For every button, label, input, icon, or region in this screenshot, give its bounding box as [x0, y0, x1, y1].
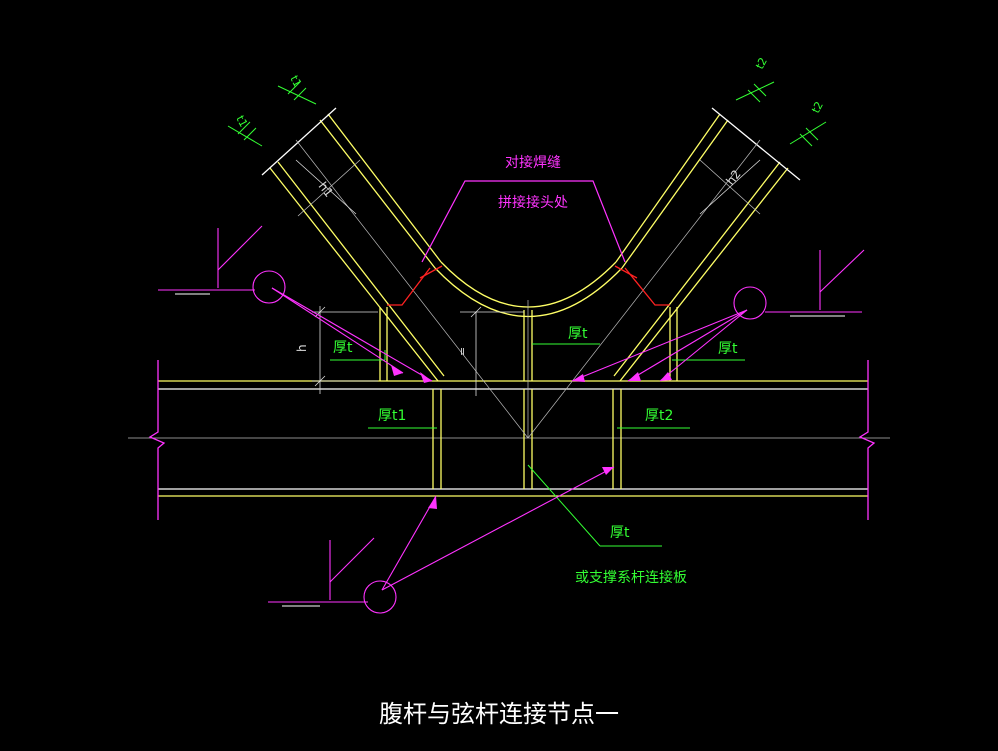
weld-symbol-bottom-left — [268, 466, 615, 614]
label-thick-t1: 厚t1 — [378, 408, 406, 424]
label-thick-t-left: 厚t — [333, 340, 353, 356]
dim-t1-label-a: t1 — [287, 73, 304, 89]
label-thick-t-bottom: 厚t — [610, 525, 630, 541]
dim-h-label: h — [295, 344, 309, 352]
curved-joint — [434, 261, 623, 318]
dim-h1-h2-lines — [295, 159, 761, 215]
weld-symbol-top-left — [158, 225, 433, 382]
gusset-plates — [379, 307, 678, 381]
label-thick-t-center: 厚t — [568, 326, 588, 342]
dim-center-label: = — [456, 347, 469, 356]
centerlines — [295, 139, 761, 439]
thickness-leaders — [330, 343, 745, 547]
label-thick-t-right: 厚t — [718, 341, 738, 357]
dim-t1-label-b: t1 — [233, 113, 250, 129]
chord-stiffeners — [432, 389, 622, 489]
weld-callout-line1: 对接焊缝 — [505, 154, 561, 171]
left-web-member — [261, 107, 445, 382]
dim-t2-label-a: t2 — [753, 55, 770, 71]
weld-symbol-top-right — [571, 249, 865, 382]
dim-t2-label-b: t2 — [809, 99, 826, 115]
weld-callout — [421, 180, 626, 263]
weld-marks — [387, 265, 670, 306]
leader-arrowheads — [391, 365, 672, 509]
drawing-title: 腹杆与弦杆连接节点一 — [379, 700, 619, 728]
chord-member — [128, 360, 890, 520]
label-bottom-note: 或支撑系杆连接板 — [575, 569, 687, 586]
dim-h — [312, 306, 378, 394]
label-thick-t2: 厚t2 — [645, 408, 673, 424]
right-web-member — [613, 107, 801, 382]
dim-t1-t2-marks — [227, 81, 827, 147]
weld-callout-line2: 拼接接头处 — [498, 194, 568, 211]
dim-center — [460, 306, 524, 396]
